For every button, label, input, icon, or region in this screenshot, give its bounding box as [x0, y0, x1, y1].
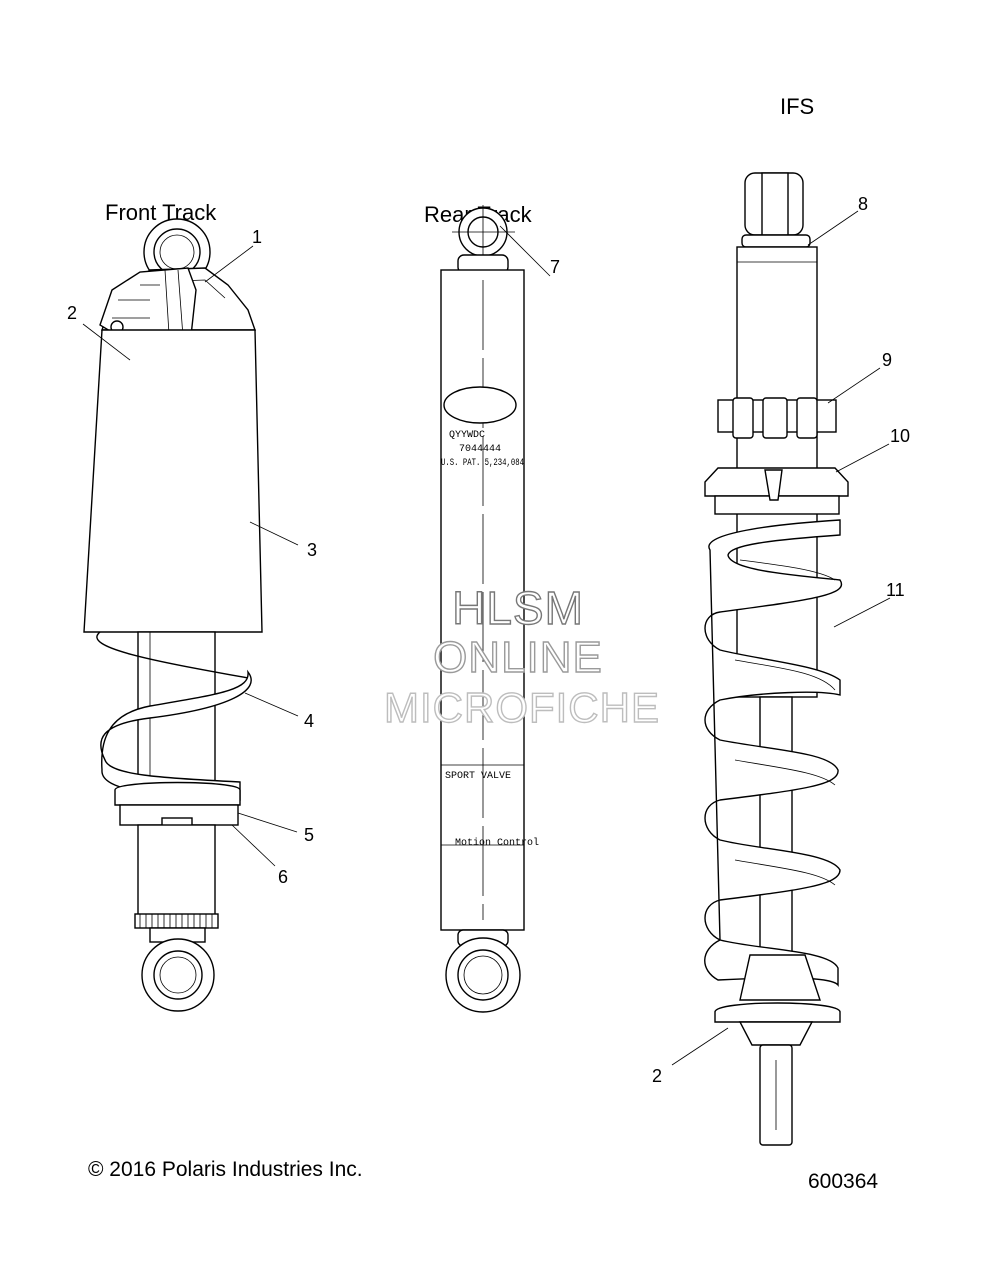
callout-1: 1 — [252, 227, 262, 247]
watermark-line-2: ONLINE — [433, 633, 603, 682]
copyright: © 2016 Polaris Industries Inc. — [88, 1158, 363, 1181]
rear-shock-part: 7044444 — [459, 444, 501, 455]
rear-shock-band-1: SPORT VALVE — [445, 771, 511, 782]
watermark: HLSM ONLINE MICROFICHE — [383, 581, 660, 731]
ifs-shock — [704, 172, 849, 1146]
rear-shock-code: QYYWDC — [449, 430, 485, 441]
callout-8: 8 — [858, 194, 868, 214]
watermark-line-3: MICROFICHE — [384, 684, 660, 731]
front-track-title: Front Track — [105, 200, 217, 225]
watermark-line-1: HLSM — [452, 582, 584, 634]
callout-7: 7 — [550, 257, 560, 277]
callout-5: 5 — [304, 825, 314, 845]
callout-3: 3 — [307, 540, 317, 560]
callout-10: 10 — [890, 426, 910, 446]
callout-2: 2 — [67, 303, 77, 323]
callout-6: 6 — [278, 867, 288, 887]
rear-shock-patent: U.S. PAT. 5,234,084 — [441, 458, 524, 469]
drawing-number: 600364 — [808, 1170, 879, 1193]
callout-leaders — [82, 210, 891, 1066]
front-track-shock — [83, 218, 263, 1012]
rear-shock-band-2: Motion Control — [455, 837, 539, 849]
ifs-title: IFS — [780, 94, 815, 119]
rear-track-shock: QYYWDC 7044444 U.S. PAT. 5,234,084 SPORT… — [440, 205, 539, 1013]
callout-9: 9 — [882, 350, 892, 370]
callout-11: 11 — [886, 580, 905, 600]
callout-2-ifs: 2 — [652, 1066, 662, 1086]
callout-4: 4 — [304, 711, 314, 731]
